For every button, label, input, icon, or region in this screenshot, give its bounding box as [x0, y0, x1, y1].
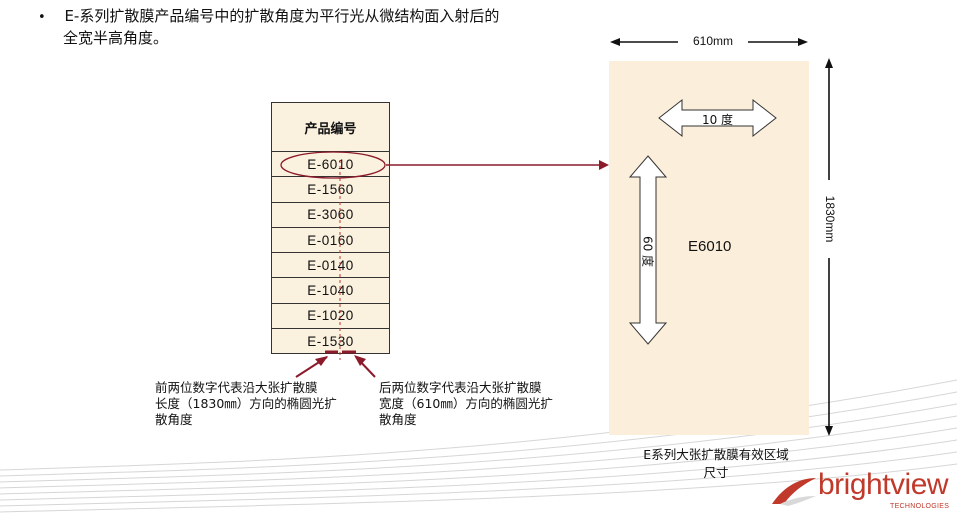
- height-arrowhead-top-icon: [825, 58, 833, 68]
- width-arrowhead-left-icon: [610, 38, 620, 46]
- width-arrowhead-right-icon: [798, 38, 808, 46]
- film-model-label: E6010: [688, 238, 732, 255]
- vertical-double-arrow-icon: [628, 155, 668, 345]
- brand-swoosh-icon: [772, 478, 816, 506]
- table-row: E-1530: [307, 334, 354, 350]
- vertical-angle-label: 60 度: [640, 235, 655, 268]
- connector-arrowhead-icon: [599, 160, 609, 170]
- note-arrowhead-left-icon: [315, 356, 328, 366]
- bullet-icon: •: [38, 10, 46, 25]
- table-row: E-1020: [272, 304, 389, 330]
- height-label: 1830mm: [823, 195, 837, 243]
- note-left-line: 长度（1830㎜）方向的椭圆光扩: [155, 396, 337, 411]
- intro-text-1: E-系列扩散膜产品编号中的扩散角度为平行光从微结构面入射后的: [64, 7, 500, 25]
- table-row: E-3060: [272, 203, 389, 228]
- table-row: E-0160: [272, 228, 389, 254]
- film-caption-line-1: E系列大张扩散膜有效区域: [643, 447, 789, 462]
- film-caption: E系列大张扩散膜有效区域 尺寸: [612, 446, 820, 482]
- note-right-line: 宽度（610㎜）方向的椭圆光扩: [379, 396, 553, 411]
- note-right: 后两位数字代表沿大张扩散膜 宽度（610㎜）方向的椭圆光扩 散角度: [379, 380, 553, 428]
- note-arrowhead-right-icon: [354, 355, 366, 366]
- brand-logo-sub: TECHNOLOGIES: [890, 503, 950, 510]
- note-left-line: 散角度: [155, 412, 193, 427]
- height-arrowhead-bottom-icon: [825, 426, 833, 436]
- film-caption-line-2: 尺寸: [703, 465, 729, 480]
- note-right-line: 后两位数字代表沿大张扩散膜: [379, 380, 542, 395]
- note-left: 前两位数字代表沿大张扩散膜 长度（1830㎜）方向的椭圆光扩 散角度: [155, 380, 337, 428]
- table-row: E-0140: [272, 253, 389, 279]
- table-row: E-1560: [272, 177, 389, 203]
- width-label: 610mm: [692, 34, 733, 48]
- table-row: E-6010: [272, 152, 389, 178]
- note-left-line: 前两位数字代表沿大张扩散膜: [155, 380, 318, 395]
- intro-line-1: • E-系列扩散膜产品编号中的扩散角度为平行光从微结构面入射后的: [38, 6, 499, 28]
- highlight-ellipse: [280, 151, 386, 179]
- note-right-line: 散角度: [379, 412, 417, 427]
- brand-logo: brightview: [818, 468, 949, 501]
- horizontal-double-arrow-icon: [658, 98, 777, 138]
- table-row: E-1040: [272, 278, 389, 304]
- product-number-table: 产品编号 E-6010 E-1560 E-3060 E-0160 E-0140 …: [271, 102, 390, 354]
- horizontal-angle-label: 10 度: [701, 113, 734, 127]
- intro-text-2: 全宽半高角度。: [63, 29, 169, 47]
